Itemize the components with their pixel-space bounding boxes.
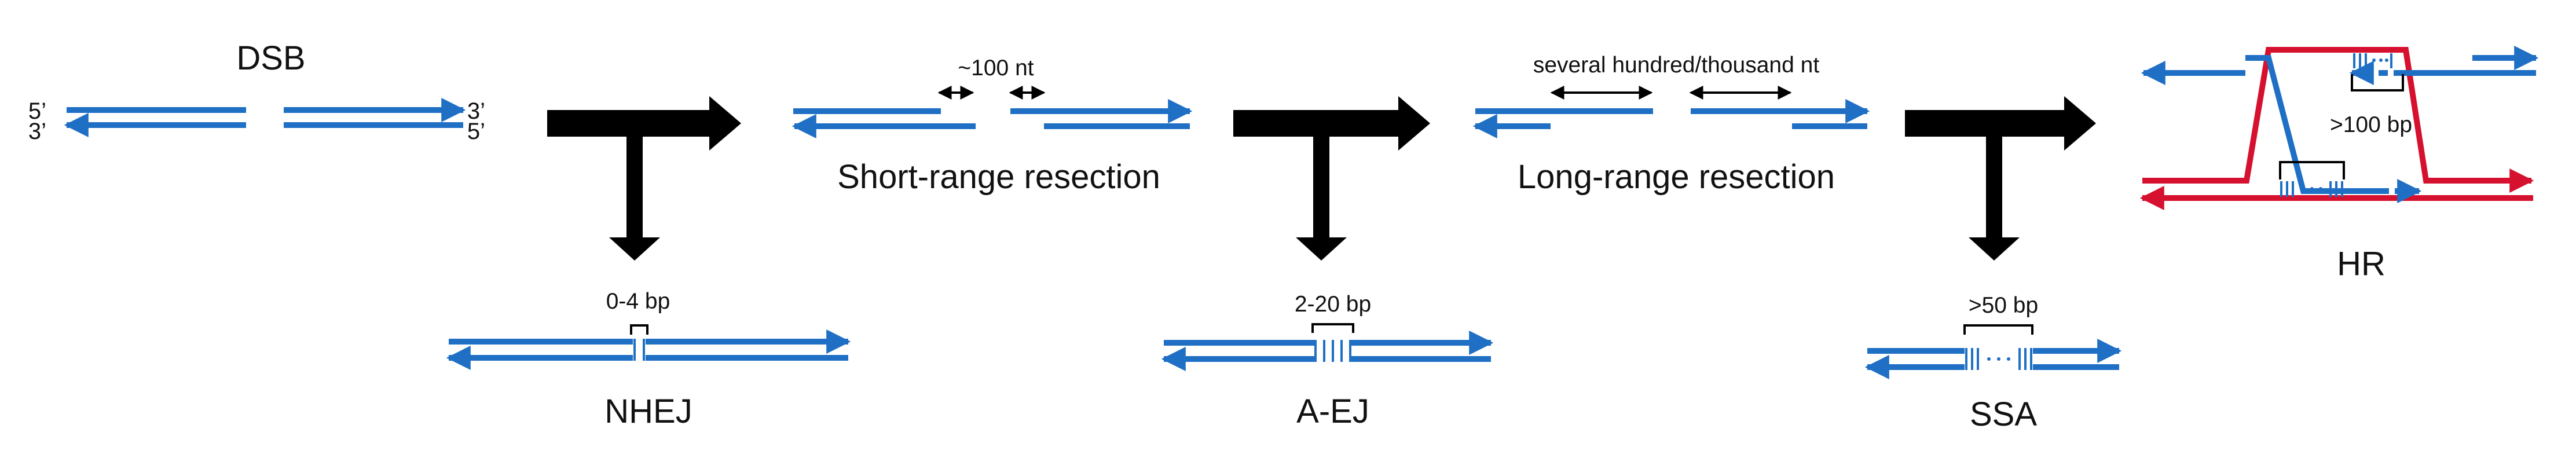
branch-arrow-icon [1969, 137, 2020, 261]
nhej-product: 0-4 bp NHEJ [446, 289, 851, 430]
dsb-title: DSB [236, 39, 305, 77]
nhej-homology-label: 0-4 bp [606, 289, 670, 314]
short-range-length-label: ~100 nt [958, 56, 1034, 80]
branch-arrow-icon [609, 137, 660, 261]
dsb-end-label-5prime-left: 5’ [28, 98, 46, 124]
aej-product: 2-20 bp A-EJ [1161, 292, 1494, 430]
ssa-homology-label: >50 bp [1969, 293, 2038, 318]
hr-homology-region-lower [2280, 181, 2343, 197]
aej-homology-label: 2-20 bp [1295, 292, 1371, 317]
hr-homology-region-upper [2353, 53, 2392, 68]
dsb-end-label-3prime-right: 3’ [467, 98, 485, 124]
process-arrow-icon [1905, 96, 2096, 151]
aej-label: A-EJ [1296, 393, 1369, 430]
hr-homology-label: >100 bp [2330, 112, 2412, 137]
dsb-stage: DSB 5’ 3’ 3’ 5’ [28, 39, 485, 144]
branch-arrow-icon [1296, 137, 1347, 261]
long-range-resection-stage: several hundred/thousand nt Long-range r… [1472, 53, 1870, 196]
ssa-product: >50 bp SSA [1864, 293, 2122, 433]
short-range-resection-title: Short-range resection [837, 158, 1160, 196]
annealed-homology-region [1965, 348, 2033, 370]
process-arrow-icon [547, 96, 741, 151]
dsb-end-label-5prime-right: 5’ [467, 119, 485, 144]
microhomology-region [1314, 340, 1351, 362]
nhej-label: NHEJ [604, 393, 692, 430]
hr-stage: >100 bp HR [2139, 46, 2539, 283]
long-range-resection-title: Long-range resection [1518, 158, 1835, 196]
donor-strand-arrow [2142, 47, 2534, 193]
process-arrow-icon [1233, 96, 1430, 151]
hr-label: HR [2337, 245, 2386, 283]
microhomology-gap [633, 339, 646, 361]
dsb-end-label-3prime-left: 3’ [28, 119, 46, 144]
long-range-length-label: several hundred/thousand nt [1533, 53, 1820, 78]
short-range-resection-stage: ~100 nt Short-range resection [792, 56, 1193, 196]
ssa-label: SSA [1970, 395, 2037, 433]
